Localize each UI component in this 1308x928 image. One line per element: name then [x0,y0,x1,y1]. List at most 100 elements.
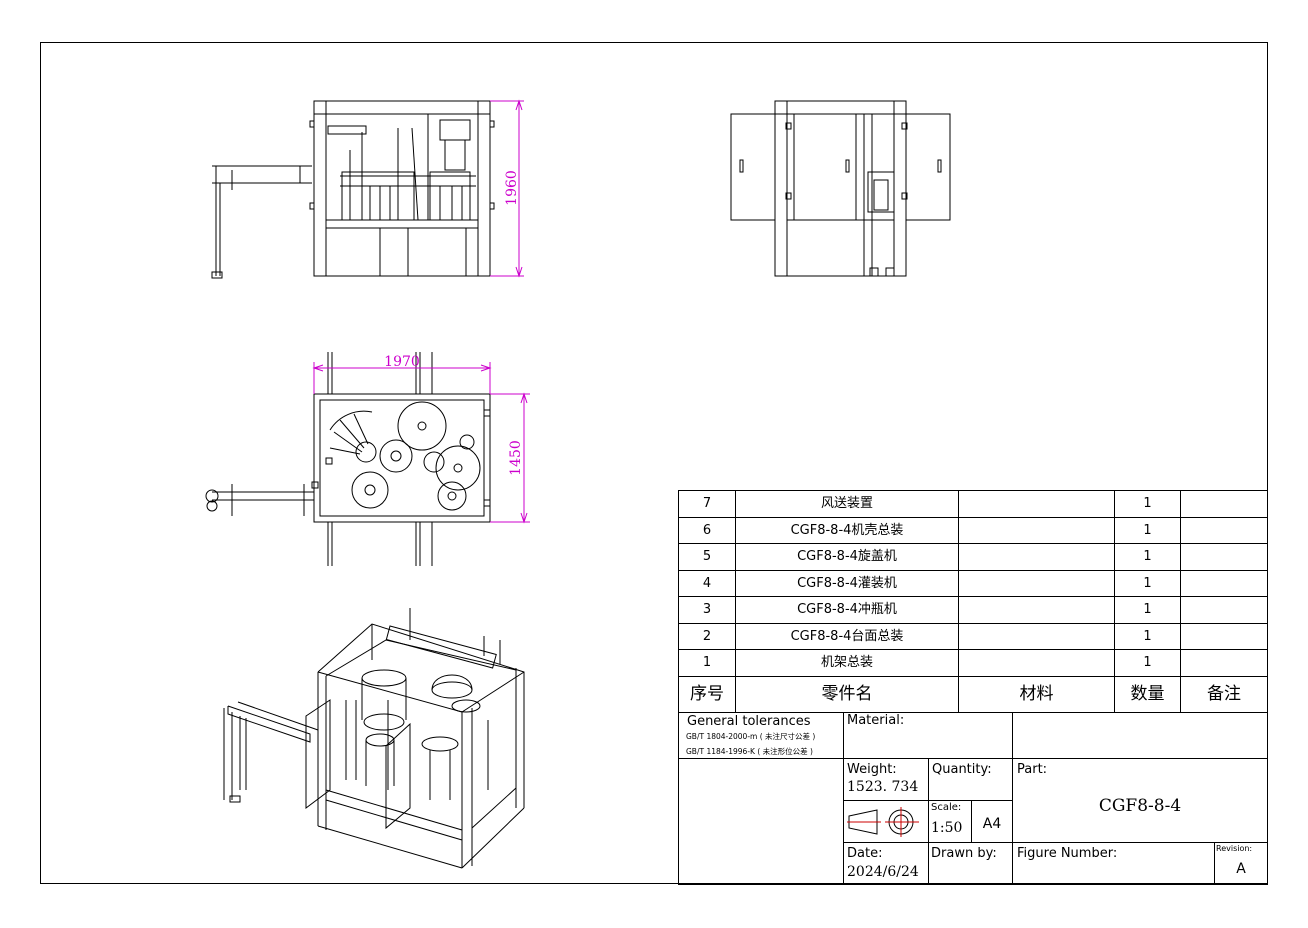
isometric-view [223,608,525,869]
bom-cell-text: CGF8-8-4机壳总装 [790,522,904,538]
bom-cell-material [958,596,1115,624]
bom-cell-note [1180,649,1268,677]
bom-header-note: 备注 [1207,684,1241,704]
bom-cell-no: 3 [678,596,736,624]
bom-cell-no: 1 [678,649,736,677]
date-value: 2024/6/24 [847,864,919,880]
part-label: Part: [1017,762,1048,777]
bom-cell-text: CGF8-8-4灌装机 [797,575,897,591]
bom-cell-text: 3 [702,602,712,617]
bom-header-qty: 数量 [1130,684,1165,704]
bom-header-no: 序号 [690,684,724,704]
top-view [205,352,491,566]
bom-cell-note [1180,516,1268,544]
bom-cell-no: 5 [678,543,736,571]
bom-cell-text: CGF8-8-4台面总装 [790,628,904,644]
bom-cell-qty: 1 [1114,622,1181,650]
bom-cell-note [1180,622,1268,650]
weight-label: Weight: [847,762,897,777]
bom-cell-text: 2 [702,628,712,644]
bom-cell-text: 1 [1143,655,1152,670]
bom-cell-text: 6 [702,522,712,538]
general-tolerances-label: General tolerances [687,714,811,729]
tolerance-line-2: GB/T 1184-1996-K ( 未注形位公差 ) [686,747,813,756]
bom-cell-text [959,650,1114,676]
bom-cell-name: 机架总装 [735,649,959,677]
bom-cell-text [959,518,1114,544]
front-view [211,100,495,279]
bom-cell-text: 1 [702,655,712,670]
projection-symbol-icon [847,807,919,837]
scale-value: 1:50 [931,820,963,836]
bom-cell-text: 7 [702,496,712,511]
bom-cell-text [1181,624,1267,650]
width-dimension-text: 1970 [384,354,420,370]
bom-cell-note [1180,543,1268,571]
date-label: Date: [847,846,883,861]
bom-cell-qty: 1 [1114,569,1181,597]
bom-cell-text [1181,491,1267,517]
drawn-by-label: Drawn by: [931,846,997,861]
bom-cell-text [1181,518,1267,544]
bom-cell-no: 2 [678,622,736,650]
quantity-label: Quantity: [932,762,992,777]
height-dimension-text: 1960 [504,170,520,206]
bom-cell-name: CGF8-8-4冲瓶机 [735,596,959,624]
bom-cell-text [959,571,1114,597]
revision-label: Revision: [1216,844,1253,853]
bom-cell-material [958,516,1115,544]
bom-cell-note [1180,569,1268,597]
bom-header-name: 零件名 [821,684,873,704]
bom-cell-qty: 1 [1114,649,1181,677]
bom-cell-text: 4 [702,575,712,591]
bom-cell-text: 1 [1143,496,1152,511]
bom-cell-text: CGF8-8-4冲瓶机 [797,602,897,617]
front-height-dimension [490,99,524,278]
bom-cell-material [958,543,1115,571]
bom-cell-text [959,624,1114,650]
bom-cell-text [959,544,1114,570]
bom-cell-text [1181,571,1267,597]
bom-cell-text: 1 [1143,628,1152,644]
bom-cell-note [1180,596,1268,624]
bom-cell-text [1181,650,1267,676]
bom-cell-qty: 1 [1114,516,1181,544]
material-label: Material: [847,713,905,728]
bom-cell-text [959,491,1114,517]
bom-cell-name: CGF8-8-4旋盖机 [735,543,959,571]
top-dimensions [312,362,530,524]
bom-cell-material [958,490,1115,518]
bom-cell-qty: 1 [1114,490,1181,518]
bom-cell-material [958,622,1115,650]
bom-cell-material [958,569,1115,597]
tolerance-line-1: GB/T 1804-2000-m ( 未注尺寸公差 ) [686,732,816,741]
bom-cell-no: 7 [678,490,736,518]
revision-value: A [1236,861,1246,877]
bom-cell-name: CGF8-8-4机壳总装 [735,516,959,544]
bom-cell-text: 1 [1143,549,1152,564]
bom-cell-text: 1 [1143,522,1152,538]
side-view [730,100,951,277]
drawing-frame [40,42,1268,884]
paper-size: A4 [982,816,1002,832]
bom-cell-material [958,649,1115,677]
weight-value: 1523. 734 [847,779,919,795]
bom-cell-qty: 1 [1114,543,1181,571]
depth-dimension-text: 1450 [508,440,524,476]
figure-number-label: Figure Number: [1017,846,1118,861]
bom-cell-text: CGF8-8-4旋盖机 [797,549,897,564]
bom-cell-text: 1 [1143,575,1152,591]
bom-cell-text [1181,544,1267,570]
bom-cell-note [1180,490,1268,518]
bom-cell-no: 6 [678,516,736,544]
bom-cell-text [959,597,1114,623]
part-value: CGF8-8-4 [1098,796,1182,816]
scale-label: Scale: [931,802,962,813]
bom-cell-name: CGF8-8-4灌装机 [735,569,959,597]
bom-cell-text: 风送装置 [820,496,873,511]
bom-cell-text [1181,597,1267,623]
bom-cell-text: 机架总装 [820,655,873,670]
bom-cell-text: 1 [1143,602,1152,617]
